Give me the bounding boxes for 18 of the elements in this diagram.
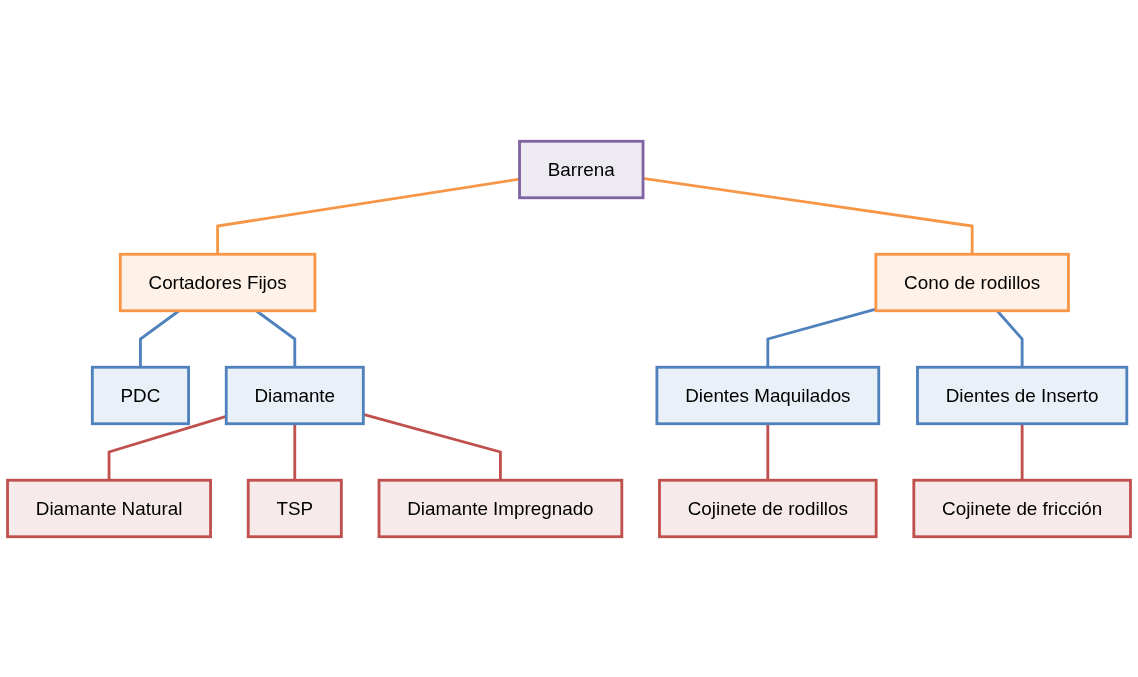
node-box: Dientes Maquilados [655, 365, 881, 425]
node-box: Diamante [224, 365, 365, 425]
node-box: Cojinete de rodillos [658, 478, 878, 538]
connector [766, 307, 877, 367]
node-box: Cortadores Fijos [118, 252, 317, 312]
node-box: Dientes de Inserto [916, 365, 1129, 425]
connector [766, 423, 770, 480]
node-box: Cojinete de fricción [912, 478, 1132, 538]
connector [1020, 423, 1024, 480]
node-box: Cono de rodillos [874, 252, 1070, 312]
connector [293, 423, 297, 480]
node-box: PDC [90, 365, 190, 425]
node-box: Diamante Impregnado [377, 478, 624, 538]
node-box: Barrena [518, 139, 645, 199]
node-box: Diamante Natural [6, 478, 212, 538]
connector [216, 177, 520, 254]
connector [107, 414, 227, 480]
node-box: TSP [246, 478, 343, 538]
